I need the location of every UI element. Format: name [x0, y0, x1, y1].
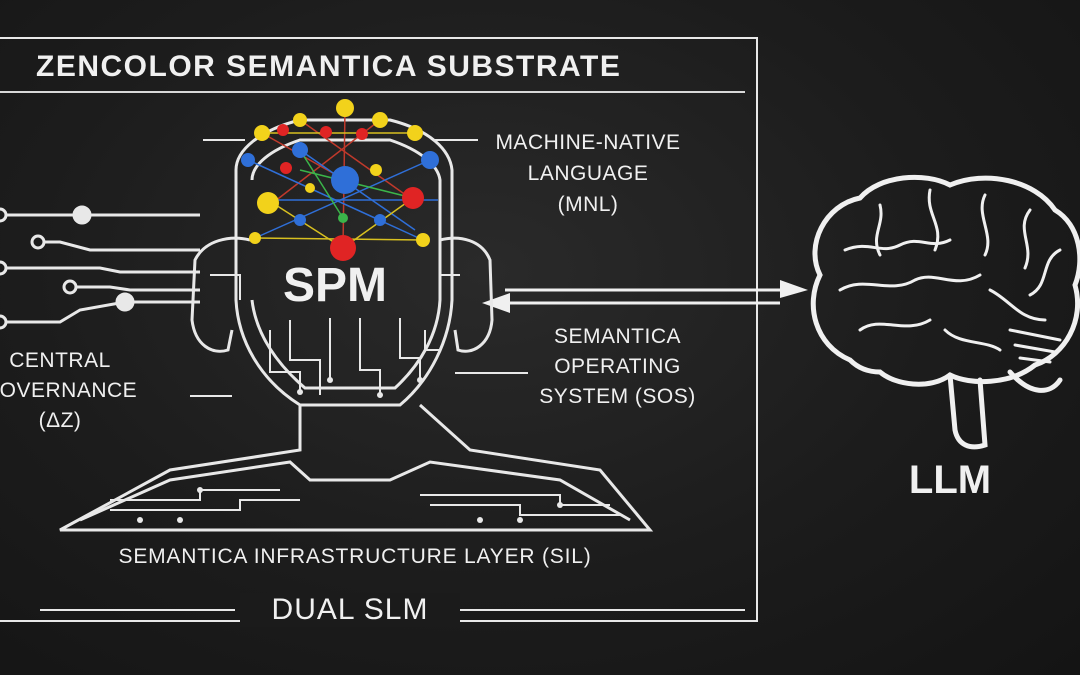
title-divider — [0, 91, 745, 93]
sos-label-line-3: SYSTEM (SOS) — [539, 385, 696, 408]
sos-label: SEMANTICA OPERATING SYSTEM (SOS) — [530, 322, 705, 412]
dual-slm-label: DUAL SLM — [240, 593, 460, 627]
sos-label-line-2: OPERATING — [554, 355, 681, 378]
sos-label-line-1: SEMANTICA — [553, 325, 681, 348]
brain-icon — [810, 174, 1080, 450]
llm-label: LLM — [908, 458, 992, 502]
bidirectional-arrow-icon — [482, 280, 808, 313]
mnl-label-line-2: LANGUAGE — [527, 162, 649, 185]
mnl-label-line-3: (MNL) — [557, 193, 619, 216]
mnl-label-line-1: MACHINE-NATIVE — [495, 131, 681, 154]
governance-label-line-2: GOVERNANCE — [0, 379, 138, 402]
diagram-title: ZENCOLOR SEMANTICA SUBSTRATE — [36, 50, 622, 83]
circuit-connector-icon — [0, 205, 200, 330]
neural-network-graph — [241, 99, 439, 261]
governance-label: CENTRAL GOVERNANCE (ΔZ) — [0, 346, 160, 436]
mnl-label: MACHINE-NATIVE LANGUAGE (MNL) — [478, 127, 698, 220]
governance-label-line-3: (ΔZ) — [38, 409, 82, 432]
governance-label-line-1: CENTRAL — [9, 349, 111, 372]
infrastructure-layer-label: SEMANTICA INFRASTRUCTURE LAYER (SIL) — [118, 545, 592, 568]
spm-core-label: SPM — [282, 259, 387, 312]
